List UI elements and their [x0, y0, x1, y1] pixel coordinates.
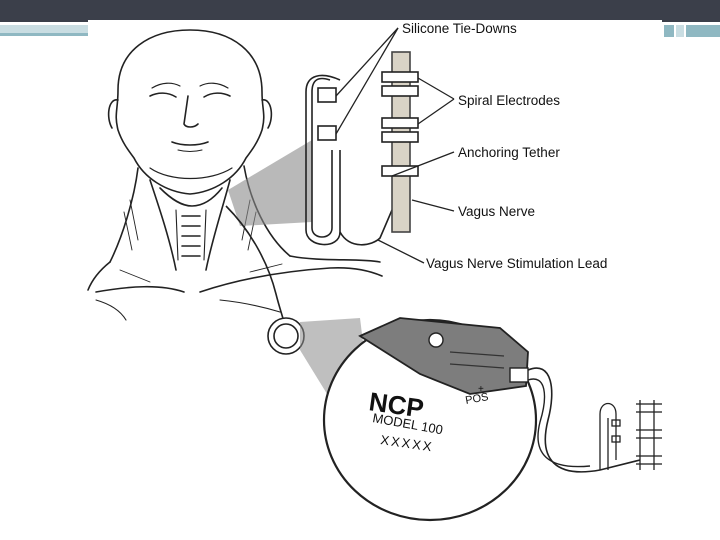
label-anchoring-tether: Anchoring Tether	[458, 145, 560, 160]
small-generator	[268, 318, 304, 354]
label-silicone-tie-downs: Silicone Tie-Downs	[402, 21, 517, 36]
label-stimulation-lead: Vagus Nerve Stimulation Lead	[426, 256, 607, 271]
label-vagus-nerve: Vagus Nerve	[458, 204, 535, 219]
label-spiral-electrodes: Spiral Electrodes	[458, 93, 560, 108]
device-plus-sign: +	[478, 384, 484, 395]
